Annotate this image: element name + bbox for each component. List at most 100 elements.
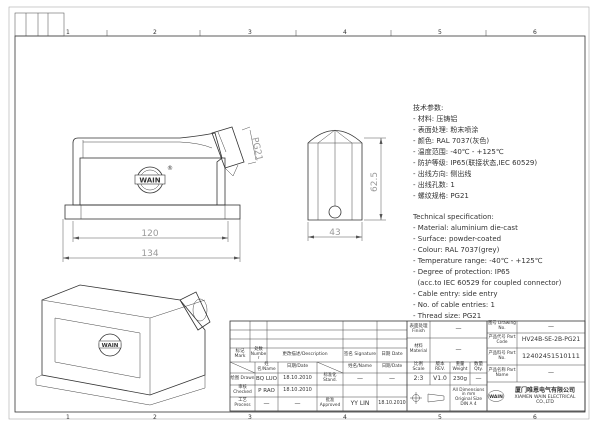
label-approved: 批准 Approved xyxy=(319,398,341,408)
spec-item: - 表面处理: 粉末喷涂 xyxy=(413,125,478,134)
label-part-name: 产品名称 Part Name xyxy=(488,367,516,378)
label-finish: 表面处理 Finish xyxy=(409,323,428,334)
spec-item: - Colour: RAL 7037(grey) xyxy=(413,246,500,254)
label-name: 姓名/Name xyxy=(348,364,372,370)
spec-english: Technical specification: - Material: alu… xyxy=(412,213,562,320)
part-no-value: 12402451510111 xyxy=(522,351,580,360)
grid-label: 5 xyxy=(438,414,442,421)
spec-chinese: 技术参数: - 材料: 压铸铝 - 表面处理: 粉末喷涂 - 颜色: RAL 7… xyxy=(413,103,537,200)
label-scale: 比例 Scale xyxy=(412,361,425,372)
label-material: 材料 Material xyxy=(409,344,428,354)
grid-label: 4 xyxy=(343,414,347,421)
grid-label: 2 xyxy=(153,29,157,36)
registered-mark: ® xyxy=(167,165,173,172)
spec-item: - 颜色: RAL 7037(灰色) xyxy=(413,136,489,145)
label-signature: 签名 Signature xyxy=(343,351,377,357)
title-block-grid: WAIN xyxy=(229,320,586,412)
stand-name: — xyxy=(357,374,363,382)
spec-item: - Temperature range: -40℃ - +125℃ xyxy=(413,257,543,265)
dimension-notes: All Dimensions in mm Original Size DIN A… xyxy=(450,385,487,411)
spec-item: - Degree of protection: IP65 xyxy=(413,268,510,276)
drawing-frame xyxy=(14,35,586,413)
drawing-no-value: — xyxy=(548,322,554,330)
spec-title-en: Technical specification: xyxy=(412,213,494,221)
label-checked: 审核 Checked xyxy=(233,385,252,395)
grid-label: 6 xyxy=(533,29,537,36)
rev-value: V1.0 xyxy=(433,374,447,382)
revision-strip xyxy=(14,12,65,37)
iso-logo-text: WAIN xyxy=(102,343,119,349)
label-date: 日期 Date xyxy=(381,351,403,357)
finish-value: — xyxy=(455,325,462,333)
label-weight: 重量 Weight xyxy=(452,361,468,372)
grid-label: 2 xyxy=(153,414,157,421)
isometric-view: WAIN xyxy=(35,284,211,406)
spec-item: - Cable entry: side entry xyxy=(413,290,498,298)
label-mark: 标记 Mark xyxy=(234,349,246,359)
front-view: WAIN ® PG21 120 134 xyxy=(62,126,264,262)
dimension-120: 120 xyxy=(141,229,158,239)
grid-bottom: 1 2 3 4 5 6 xyxy=(66,414,537,421)
label-drawn: 绘图 Drawn xyxy=(230,375,255,381)
company-name: 厦门唯恩电气有限公司 XIAMEN WAIN ELECTRICAL CO.,LT… xyxy=(505,382,585,411)
grid-label: 6 xyxy=(533,414,537,421)
material-value: — xyxy=(455,345,462,353)
approved-name: YY LIN xyxy=(350,399,370,407)
label-description: 更改描述/Description xyxy=(282,351,328,357)
qty-value: — xyxy=(475,374,482,382)
grid-label: 3 xyxy=(248,29,252,36)
grid-top: 1 2 3 4 5 6 xyxy=(66,29,537,36)
spec-item: - Surface: powder-coated xyxy=(413,235,501,243)
process-name: — xyxy=(263,399,270,407)
grid-label: 5 xyxy=(438,29,442,36)
grid-label: 1 xyxy=(66,414,70,421)
spec-item: - 出线孔数: 1 xyxy=(413,180,455,189)
label-part-code: 产品代号 Part Code xyxy=(488,334,516,345)
label-stand: 标准化 Stand. xyxy=(323,373,337,383)
spec-item: - 防护等级: IP65(联接状态,IEC 60529) xyxy=(413,158,537,167)
weight-value: 230g xyxy=(453,375,467,382)
approved-date: 18.10.2010 xyxy=(378,401,406,407)
company-logo-text: WAIN xyxy=(489,394,503,400)
dimension-43: 43 xyxy=(329,228,340,238)
size-note: Original Size DIN A 4 xyxy=(454,397,482,407)
label-name: 姓名/Name xyxy=(257,361,276,372)
scale-value: 2:3 xyxy=(413,374,424,382)
dimension-62-5: 62.5 xyxy=(370,172,380,192)
grid-label: 3 xyxy=(248,414,252,421)
company-name-en: XIAMEN WAIN ELECTRICAL CO.,LTD xyxy=(514,394,576,405)
outer-border xyxy=(8,6,590,420)
spec-item: - Thread size: PG21 xyxy=(413,312,481,320)
label-drawing-no: 图号 Drawing No. xyxy=(488,321,516,331)
part-name-value: — xyxy=(548,369,554,377)
process-date: — xyxy=(294,399,301,407)
grid-label: 4 xyxy=(343,29,347,36)
thread-dimension: PG21 xyxy=(249,137,264,162)
label-part-no: 产品料号 Part No. xyxy=(488,350,516,361)
company-logo: WAIN xyxy=(487,390,505,402)
spec-item: - 螺纹规格: PG21 xyxy=(413,191,469,200)
label-rev: 版本 REV. xyxy=(435,361,445,372)
label-qty: 数量 Qty. xyxy=(474,361,483,372)
spec-item: (acc.to IEC 60529 for coupled connector) xyxy=(413,279,562,287)
grid-label: 1 xyxy=(66,29,70,36)
drawn-date: 18.10.2010 xyxy=(283,375,312,382)
label-date: 日期/Date xyxy=(381,364,403,370)
checked-name: P RAO xyxy=(258,387,275,394)
stand-date: — xyxy=(389,374,395,382)
dims-note: All Dimensions in mm xyxy=(452,387,485,398)
projection-symbol-icon xyxy=(410,392,445,404)
spec-title-cn: 技术参数: xyxy=(413,103,443,112)
label-date: 日期/Date xyxy=(286,364,309,370)
spec-item: - No. of cable entries: 1 xyxy=(413,301,495,309)
part-code-value: HV24B-SE-2B-PG21 xyxy=(521,336,581,344)
logo-text: WAIN xyxy=(139,177,160,185)
spec-item: - 温度范围: -40℃ - +125℃ xyxy=(413,147,504,156)
spec-item: - 出线方向: 侧出线 xyxy=(413,169,471,178)
spec-item: - Material: aluminium die-cast xyxy=(413,224,518,232)
logo: WAIN ® xyxy=(134,165,173,194)
label-number: 处数 Number xyxy=(250,346,267,362)
company-name-cn: 厦门唯恩电气有限公司 xyxy=(514,387,575,395)
